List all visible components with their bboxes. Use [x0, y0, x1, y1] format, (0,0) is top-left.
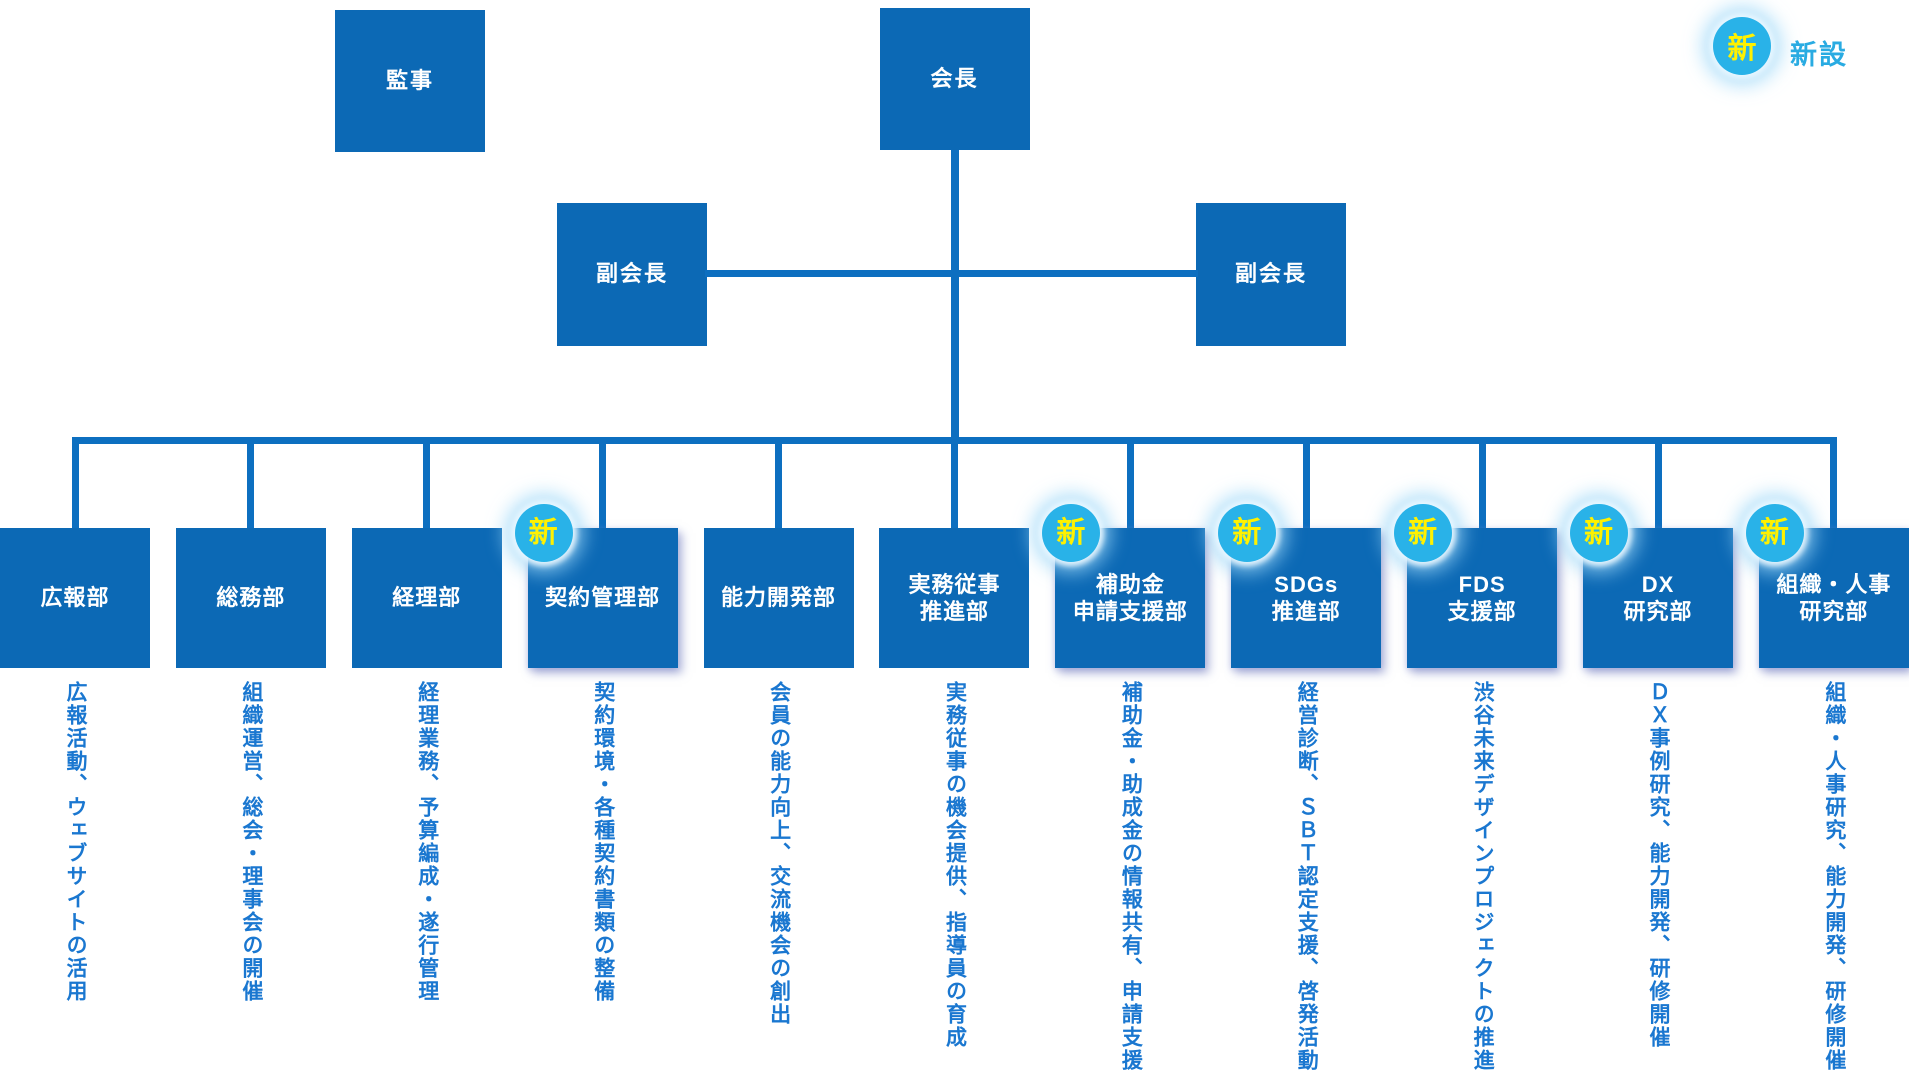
department-description: 契約環境・各種契約書類の整備	[591, 681, 615, 1003]
department-label-line: 補助金	[1095, 571, 1165, 597]
chairman-label: 会長	[930, 65, 979, 91]
connector-trunk-horizontal	[72, 437, 1837, 444]
connector-drop-vertical	[1302, 444, 1310, 528]
department-label-line: 総務部	[216, 585, 286, 611]
connector-drop-vertical	[599, 444, 607, 528]
department-label-line: 経理部	[392, 585, 462, 611]
vice-chairman-right-label: 副会長	[1234, 261, 1307, 287]
vice-chairman-left-box: 副会長	[557, 203, 707, 346]
department-label-line: DX	[1641, 571, 1675, 597]
connector-vice-chairmen-horizontal	[705, 270, 1198, 277]
department-description: 経営診断、ＳＢＴ認定支援、啓発活動	[1295, 681, 1319, 1071]
department-label-line: 実務従事	[908, 571, 1001, 597]
department-box: 実務従事推進部	[879, 528, 1030, 668]
connector-drop-vertical	[1126, 444, 1134, 528]
chairman-box: 会長	[879, 8, 1030, 150]
department-box: 補助金申請支援部 新	[1042, 504, 1206, 668]
auditor-box: 監事	[335, 10, 485, 152]
vice-chairman-left-label: 副会長	[595, 261, 668, 287]
department-description: ＤＸ事例研究、能力開発、研修開催	[1647, 681, 1671, 1049]
new-badge-icon: 新	[1745, 504, 1804, 562]
department-column: 補助金申請支援部 新 補助金・助成金の情報共有、申請支援	[1042, 444, 1206, 1071]
department-label-line: 研究部	[1799, 599, 1869, 624]
department-label-line: 支援部	[1447, 599, 1517, 624]
connector-drop-vertical	[247, 444, 255, 528]
vice-chairman-right-box: 副会長	[1196, 203, 1346, 346]
department-column: 広報部 広報活動、ウェブサイトの活用	[0, 444, 150, 1071]
department-description: 経理業務、予算編成・遂行管理	[415, 681, 439, 1003]
connector-drop-vertical	[1830, 444, 1838, 528]
department-box: 広報部	[0, 528, 150, 668]
new-badge-icon: 新	[1042, 504, 1101, 562]
department-box: 契約管理部 新	[514, 504, 678, 668]
connector-drop-vertical	[775, 444, 783, 528]
department-description: 広報活動、ウェブサイトの活用	[64, 681, 88, 1003]
department-label-line: 広報部	[40, 585, 110, 611]
connector-drop-vertical	[423, 444, 431, 528]
department-column: 能力開発部 会員の能力向上、交流機会の創出	[703, 444, 854, 1071]
new-badge-icon: 新	[1570, 504, 1629, 562]
department-box: 能力開発部	[703, 528, 854, 668]
auditor-label: 監事	[385, 67, 434, 93]
department-description: 実務従事の機会提供、指導員の育成	[943, 681, 967, 1049]
new-badge-icon: 新	[1394, 504, 1453, 562]
department-column: 契約管理部 新 契約環境・各種契約書類の整備	[514, 444, 678, 1071]
department-label-line: FDS	[1458, 571, 1506, 597]
department-column: 組織・人事研究部 新 組織・人事研究、能力開発、研修開催	[1745, 444, 1909, 1071]
department-description: 組織運営、総会・理事会の開催	[239, 681, 263, 1003]
connector-chairman-vertical	[950, 150, 959, 444]
connector-drop-vertical	[71, 444, 79, 528]
department-label-line: 能力開発部	[721, 585, 837, 611]
connector-drop-vertical	[950, 444, 958, 528]
department-box: 組織・人事研究部 新	[1745, 504, 1909, 668]
new-badge-icon: 新	[514, 504, 573, 562]
department-description: 補助金・助成金の情報共有、申請支援	[1119, 681, 1143, 1071]
department-column: 総務部 組織運営、総会・理事会の開催	[175, 444, 326, 1071]
department-description: 組織・人事研究、能力開発、研修開催	[1822, 681, 1846, 1071]
legend-label: 新設	[1790, 40, 1848, 70]
department-box: 経理部	[351, 528, 502, 668]
department-label-line: 組織・人事	[1776, 571, 1892, 597]
department-box: 総務部	[175, 528, 326, 668]
new-badge-legend-icon: 新	[1713, 17, 1771, 75]
department-row: 広報部 広報活動、ウェブサイトの活用 総務部 組織運営、総会・理事会の開催 経理…	[0, 444, 1909, 1071]
department-label-line: 申請支援部	[1072, 599, 1188, 624]
department-column: 実務従事推進部 実務従事の機会提供、指導員の育成	[879, 444, 1030, 1071]
new-badge-text: 新	[1727, 33, 1757, 65]
department-label-line: 研究部	[1623, 599, 1693, 624]
department-label-line: SDGs	[1274, 571, 1339, 597]
department-column: 経理部 経理業務、予算編成・遂行管理	[351, 444, 502, 1071]
department-label-line: 推進部	[919, 599, 989, 624]
department-label-line: 推進部	[1271, 599, 1341, 624]
department-label-line: 契約管理部	[545, 585, 661, 611]
connector-drop-vertical	[1654, 444, 1662, 528]
new-badge-icon: 新	[1218, 504, 1277, 562]
department-description: 渋谷未来デザインプロジェクトの推進	[1471, 681, 1495, 1071]
department-description: 会員の能力向上、交流機会の創出	[767, 681, 791, 1026]
connector-drop-vertical	[1478, 444, 1486, 528]
